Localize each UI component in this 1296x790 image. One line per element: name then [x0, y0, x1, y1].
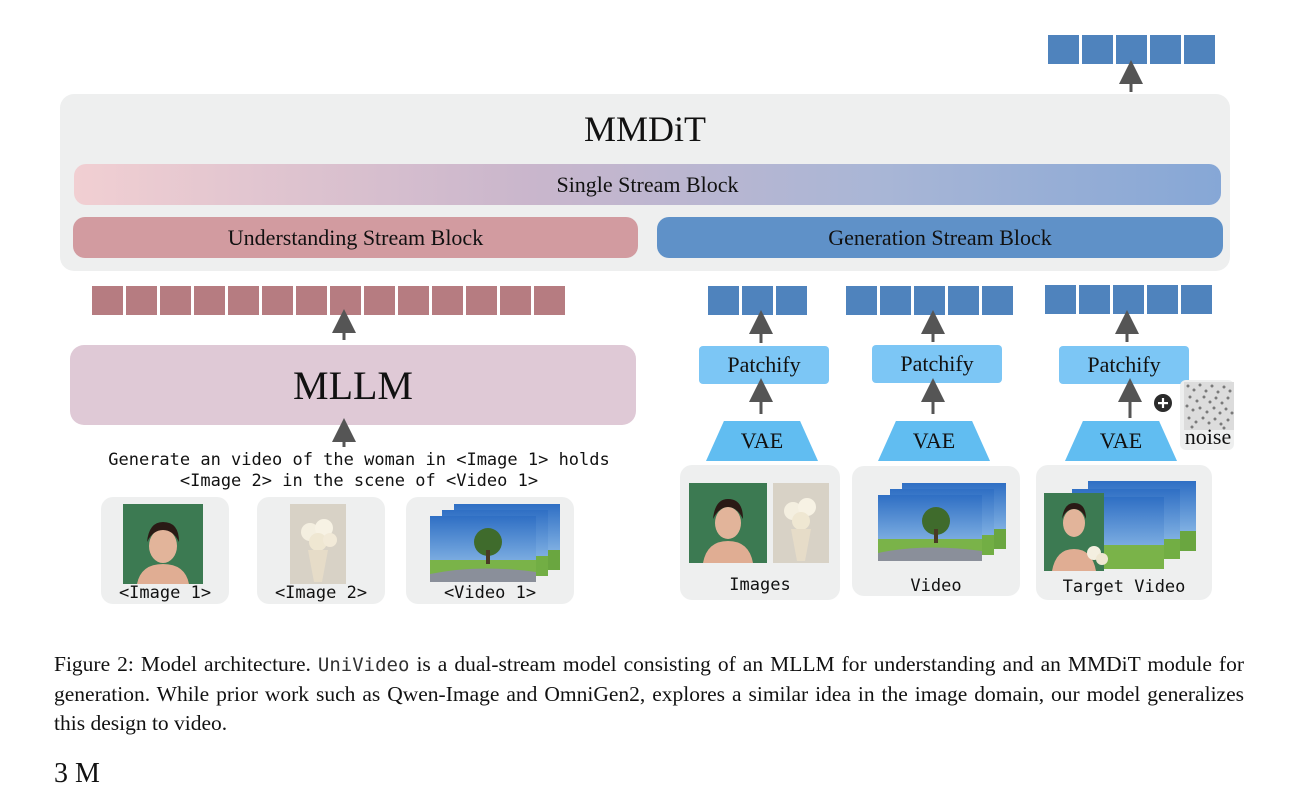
understanding-token	[262, 286, 293, 315]
single-stream-block-label: Single Stream Block	[556, 171, 739, 197]
understanding-stream-block: Understanding Stream Block	[73, 217, 638, 258]
input-label-image-1: <Image 1>	[118, 583, 212, 603]
output-token	[1184, 35, 1215, 64]
images-thumbnail	[689, 483, 829, 563]
understanding-token	[126, 286, 157, 315]
generation-stream-block-label: Generation Stream Block	[828, 224, 1052, 250]
vae-label: VAE	[912, 428, 956, 453]
generation-token	[982, 286, 1013, 315]
generation-tokens-video	[846, 286, 1013, 315]
bouquet-image	[290, 504, 346, 584]
input-label-image-2: <Image 2>	[274, 583, 368, 603]
target-video-thumbnail	[1044, 481, 1196, 571]
single-stream-block: Single Stream Block	[74, 164, 1221, 205]
video-thumbnail	[878, 483, 1006, 561]
vae-label: VAE	[1099, 428, 1143, 453]
understanding-token	[160, 286, 191, 315]
mllm-block: MLLM	[70, 345, 636, 425]
vae-box-target: VAE	[1065, 421, 1177, 461]
generation-token	[1181, 285, 1212, 314]
woman-portrait-image	[123, 504, 203, 584]
generation-token	[708, 286, 739, 315]
output-token	[1082, 35, 1113, 64]
input-card-video-1: <Video 1>	[406, 497, 574, 604]
gen-card-target-video: Target Video	[1036, 465, 1212, 600]
mllm-label: MLLM	[293, 362, 413, 408]
caption-suffix: is a dual-stream model consisting of an …	[54, 652, 1244, 735]
gen-label-video: Video	[910, 576, 962, 596]
generation-token	[1147, 285, 1178, 314]
generation-token	[948, 286, 979, 315]
noise-label: noise	[1184, 424, 1232, 449]
vae-box-images: VAE	[706, 421, 818, 461]
output-token	[1150, 35, 1181, 64]
mmdit-title: MMDiT	[583, 109, 706, 149]
plus-circle-icon	[1154, 394, 1172, 412]
figure-caption: Figure 2: Model architecture. UniVideo i…	[54, 650, 1244, 738]
output-tokens	[1048, 35, 1215, 64]
patchify-box-video: Patchify	[872, 345, 1002, 383]
vae-label: VAE	[740, 428, 784, 453]
prompt-line-1: Generate an video of the woman in <Image…	[108, 450, 610, 470]
arrows-layer	[332, 60, 1143, 447]
understanding-stream-block-label: Understanding Stream Block	[227, 224, 484, 250]
understanding-token	[194, 286, 225, 315]
input-card-image-2: <Image 2>	[257, 497, 385, 604]
understanding-tokens	[92, 286, 565, 315]
output-token	[1116, 35, 1147, 64]
understanding-token	[92, 286, 123, 315]
generation-token	[1079, 285, 1110, 314]
noise-image	[1184, 382, 1234, 430]
prompt-line-2: <Image 2> in the scene of <Video 1>	[179, 471, 539, 491]
patchify-box-images: Patchify	[699, 346, 829, 384]
generation-tokens-images	[708, 286, 807, 315]
video-frames-image	[430, 504, 560, 582]
caption-prefix: Figure 2: Model architecture.	[54, 652, 318, 676]
prompt-text: Generate an video of the woman in <Image…	[60, 450, 658, 492]
patchify-label: Patchify	[1087, 352, 1161, 377]
generation-token	[776, 286, 807, 315]
understanding-token	[398, 286, 429, 315]
gen-label-target-video: Target Video	[1062, 577, 1186, 597]
generation-stream-block: Generation Stream Block	[657, 217, 1223, 258]
understanding-token	[534, 286, 565, 315]
gen-label-images: Images	[729, 575, 791, 595]
understanding-token	[432, 286, 463, 315]
gen-card-images: Images	[680, 465, 840, 600]
section-heading-cut: 3 M	[54, 758, 100, 789]
patchify-label: Patchify	[900, 351, 974, 376]
patchify-label: Patchify	[727, 352, 801, 377]
input-label-video-1: <Video 1>	[443, 583, 537, 603]
caption-model-name: UniVideo	[317, 654, 410, 676]
gen-card-video: Video	[852, 466, 1020, 596]
generation-tokens-target	[1045, 285, 1212, 314]
generation-token	[1045, 285, 1076, 314]
understanding-token	[500, 286, 531, 315]
generation-token	[1113, 285, 1144, 314]
patchify-box-target: Patchify	[1059, 346, 1189, 384]
output-token	[1048, 35, 1079, 64]
input-card-image-1: <Image 1>	[101, 497, 229, 604]
vae-box-video: VAE	[878, 421, 990, 461]
understanding-token	[228, 286, 259, 315]
understanding-token	[296, 286, 327, 315]
generation-token	[846, 286, 877, 315]
generation-token	[880, 286, 911, 315]
understanding-token	[364, 286, 395, 315]
understanding-token	[466, 286, 497, 315]
